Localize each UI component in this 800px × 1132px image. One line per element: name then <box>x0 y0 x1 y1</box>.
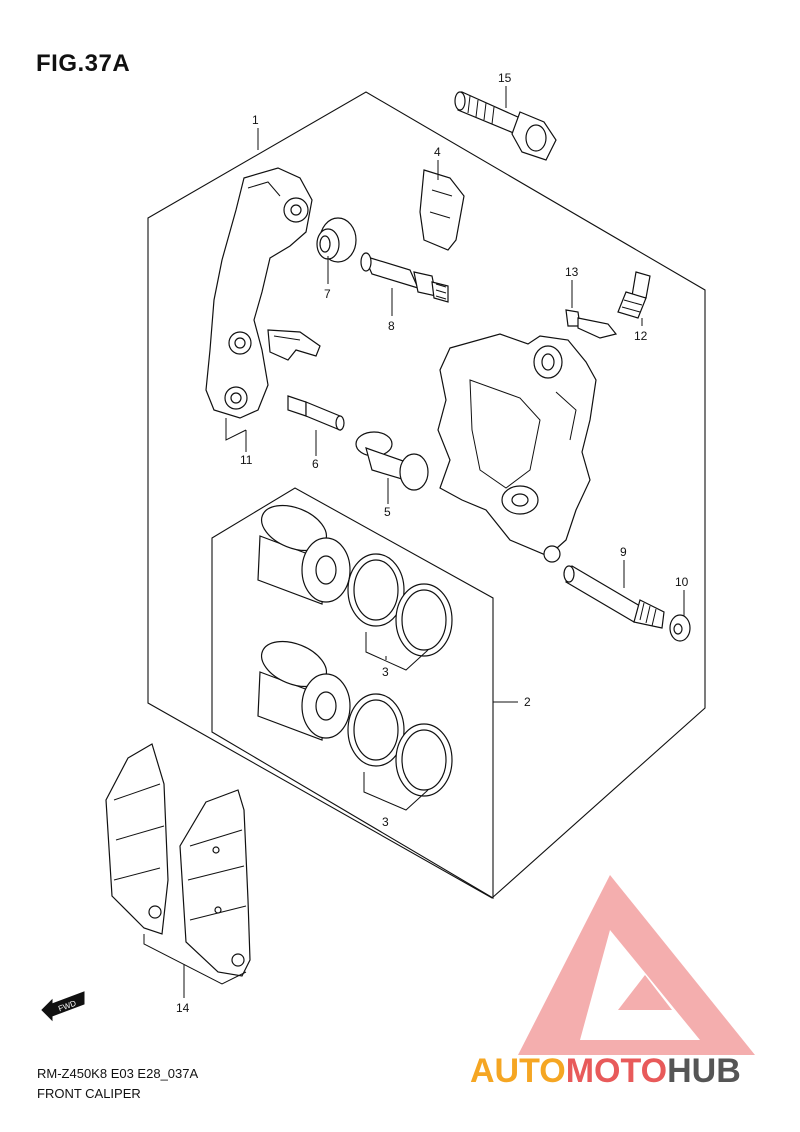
callout-3-upper: 3 <box>382 665 389 679</box>
watermark-text-auto: AUTO <box>470 1052 566 1090</box>
callout-4: 4 <box>434 145 441 159</box>
watermark-text: AUTOMOTOHUB <box>470 1052 741 1090</box>
assembly-frame-2 <box>211 487 494 899</box>
callout-7: 7 <box>324 287 331 301</box>
watermark-logo-triangle <box>518 875 755 1055</box>
bleeder-screw <box>617 271 651 319</box>
brake-pad-right <box>179 789 251 977</box>
caliper-body <box>437 333 597 563</box>
brake-pad-left <box>105 743 169 935</box>
callout-5: 5 <box>384 505 391 519</box>
figure-code: RM-Z450K8 E03 E28_037A <box>37 1066 199 1081</box>
callout-3-lower: 3 <box>382 815 389 829</box>
caliper-bracket <box>205 167 313 419</box>
callout-14: 14 <box>176 1001 190 1015</box>
callout-15: 15 <box>498 71 512 85</box>
seal-upper-2 <box>395 583 453 657</box>
pad-retainer <box>419 169 465 251</box>
watermark-text-moto: MOTO <box>566 1052 667 1090</box>
pad-pin <box>287 395 345 431</box>
piston-lower <box>257 640 351 741</box>
mounting-bolt <box>454 91 557 161</box>
seal-upper-1 <box>347 553 405 627</box>
callout-13: 13 <box>565 265 579 279</box>
fwd-arrow-icon: FWD <box>41 991 85 1022</box>
figure-name: FRONT CALIPER <box>37 1086 141 1101</box>
seal-lower-2 <box>395 723 453 797</box>
callout-9: 9 <box>620 545 627 559</box>
boot <box>316 217 357 263</box>
callout-8: 8 <box>388 319 395 333</box>
callout-12: 12 <box>634 329 648 343</box>
slide-pin <box>360 252 449 303</box>
slide-pin-5 <box>355 431 429 491</box>
piston-upper <box>257 504 351 605</box>
washer <box>669 614 691 642</box>
callout-6: 6 <box>312 457 319 471</box>
callout-1: 1 <box>252 113 259 127</box>
seal-lower-1 <box>347 693 405 767</box>
callout-11: 11 <box>240 453 253 467</box>
watermark-text-hub: HUB <box>667 1052 741 1090</box>
svg-text:AUTOMOTOHUB: AUTOMOTOHUB <box>470 1052 741 1090</box>
callout-labels: 1 2 3 3 4 5 6 7 8 9 10 11 12 13 14 15 <box>176 71 689 1015</box>
slide-pin-9 <box>563 565 665 629</box>
leader-lines <box>143 86 685 998</box>
callout-2: 2 <box>524 695 531 709</box>
assembly-frame-1 <box>147 91 706 899</box>
callout-10: 10 <box>675 575 689 589</box>
pad-spring <box>267 329 321 361</box>
figure-title: FIG.37A <box>36 50 131 77</box>
bleeder-cap <box>565 309 618 339</box>
